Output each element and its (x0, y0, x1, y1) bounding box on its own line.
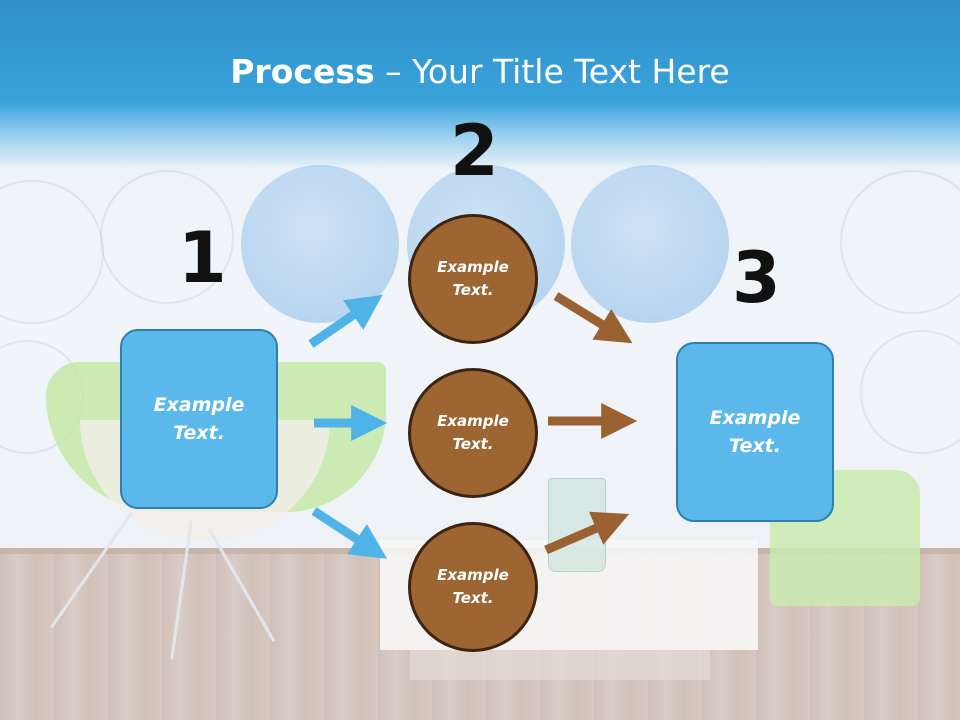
arrow-1-to-2a (308, 294, 383, 348)
title-band (0, 0, 960, 170)
step-2-circle-text: Example Text. (437, 411, 509, 453)
step-2-circle-bottom[interactable]: Example Text. (408, 522, 538, 652)
step-3-text: Example Text. (709, 406, 801, 458)
arrow-1-to-2c (311, 507, 388, 559)
step-1-box[interactable]: Example Text. (120, 329, 278, 509)
title-rest: – Your Title Text Here (374, 52, 730, 91)
step-number-1[interactable]: 1 (178, 217, 227, 299)
step-2-circle-text: Example Text. (437, 565, 509, 607)
step-number-3[interactable]: 3 (732, 237, 781, 319)
step-2-circle-middle[interactable]: Example Text. (408, 368, 538, 498)
step-2-circle-top[interactable]: Example Text. (408, 214, 538, 344)
wall-pattern-circle (100, 170, 234, 304)
wall-pattern-circle (840, 170, 960, 314)
step-2-circle-text: Example Text. (437, 257, 509, 299)
wall-disc (571, 165, 729, 323)
coffee-table-base (410, 650, 710, 680)
title-bold: Process (230, 52, 375, 91)
step-number-2[interactable]: 2 (450, 110, 499, 192)
arrow-2c-to-3 (544, 511, 630, 555)
arrow-2a-to-3 (553, 292, 633, 344)
slide-title[interactable]: Process – Your Title Text Here (0, 52, 960, 91)
wall-pattern-circle (860, 330, 960, 454)
step-3-box[interactable]: Example Text. (676, 342, 834, 522)
step-1-text: Example Text. (153, 393, 245, 445)
